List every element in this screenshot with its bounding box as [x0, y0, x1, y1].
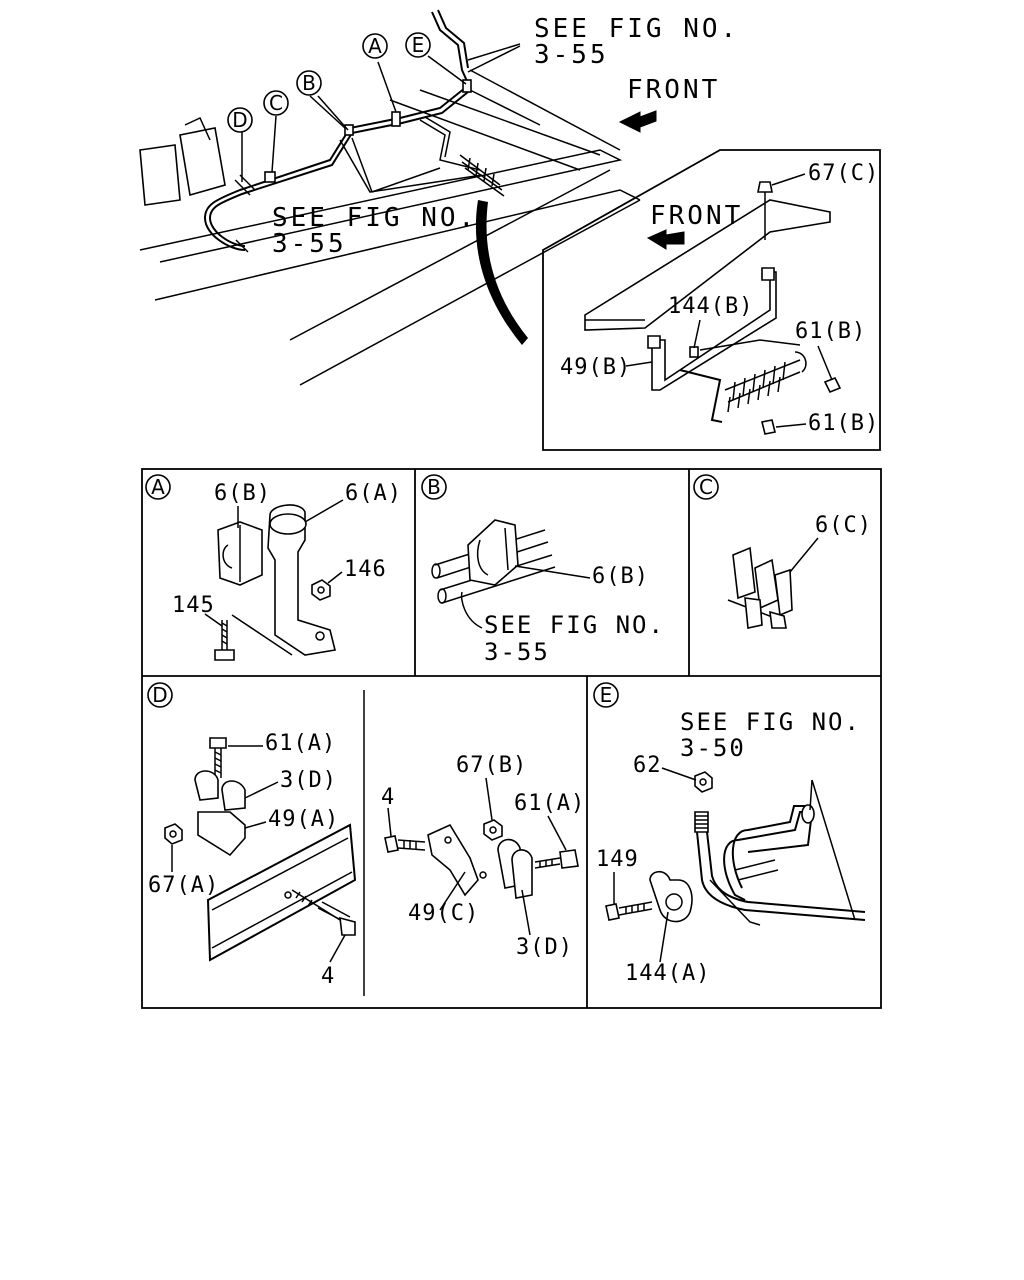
svg-text:D: D — [232, 108, 247, 132]
panel-A-label-6A: 6(A) — [345, 481, 402, 506]
svg-text:C: C — [269, 91, 283, 115]
see-fig-top-line1: SEE FIG NO. — [534, 14, 739, 44]
label-61B-upper: 61(B) — [795, 319, 866, 344]
panel-D-label-67A: 67(A) — [148, 873, 219, 898]
panel-B-see-fig-line2: 3-55 — [484, 638, 550, 666]
panel-A-leader-6A — [304, 499, 344, 523]
leader-61B-lower — [775, 423, 807, 428]
callout-C: C — [263, 90, 289, 116]
front-label-inset: FRONT — [650, 201, 743, 231]
panel-D-label-61A-right: 61(A) — [514, 791, 585, 816]
label-67C: 67(C) — [808, 161, 879, 186]
panel-E-leader-see-fig-a — [809, 779, 813, 811]
panel-D-leader-67B — [485, 777, 493, 821]
panel-D-label-67B: 67(B) — [456, 753, 527, 778]
panel-A-label-146: 146 — [344, 557, 387, 582]
panel-E-label-62: 62 — [633, 753, 662, 778]
svg-text:A: A — [151, 475, 165, 499]
leader-67C — [771, 173, 806, 186]
panel-B-label-6B: 6(B) — [592, 564, 649, 589]
panel-C-label-6C: 6(C) — [815, 513, 872, 538]
svg-text:C: C — [699, 475, 713, 499]
panel-B: B — [421, 474, 556, 604]
panel-D-leader-61A-right — [547, 815, 567, 851]
panel-D-label-4-bottom: 4 — [321, 964, 335, 989]
svg-text:E: E — [412, 33, 425, 57]
panel-D-leader-3D-left — [244, 781, 279, 799]
panel-D-leader-49A — [244, 821, 267, 829]
panel-D-label-4-left: 4 — [381, 785, 395, 810]
leader-144B — [693, 319, 701, 349]
panel-E-label-144A: 144(A) — [625, 961, 710, 986]
callout-A: A — [362, 33, 388, 59]
svg-text:D: D — [152, 683, 167, 707]
panel-D-label-3D-left: 3(D) — [280, 768, 337, 793]
label-144B: 144(B) — [668, 294, 753, 319]
svg-text:B: B — [302, 71, 316, 95]
panel-B-leader-see-fig — [460, 591, 483, 629]
front-label-top: FRONT — [627, 75, 720, 105]
svg-text:A: A — [368, 34, 382, 58]
panel-E-see-fig-line1: SEE FIG NO. — [680, 708, 861, 736]
panel-B-leader-6B — [514, 565, 591, 579]
overview-drawing — [139, 9, 641, 386]
front-arrow-inset-icon — [646, 229, 685, 250]
svg-text:E: E — [600, 683, 613, 707]
svg-text:B: B — [427, 475, 441, 499]
panel-D-leader-3D-right — [521, 889, 531, 936]
panel-D-leader-49C — [439, 871, 466, 911]
overview-leaders — [241, 43, 521, 193]
leader-61B-upper — [817, 345, 833, 381]
panel-A: A — [145, 474, 336, 661]
panel-A-label-6B: 6(B) — [214, 481, 271, 506]
panel-E-label-149: 149 — [596, 847, 639, 872]
panel-D-leader-4-left — [387, 807, 392, 837]
panel-E-leader-see-fig-b — [811, 779, 856, 921]
panel-D-label-3D-right: 3(D) — [516, 935, 573, 960]
panel-B-see-fig-line1: SEE FIG NO. — [484, 611, 665, 639]
label-61B-lower: 61(B) — [808, 411, 879, 436]
callout-E: E — [405, 32, 431, 58]
panel-E: E — [593, 682, 866, 926]
callout-D: D — [227, 107, 253, 133]
see-fig-top-line2: 3-55 — [534, 40, 609, 70]
panel-E-leader-144A — [659, 911, 669, 963]
panel-E-see-fig-line2: 3-50 — [680, 734, 746, 762]
panel-C-leader-6C — [789, 537, 819, 573]
inset-detail — [542, 149, 881, 451]
panel-C: C — [693, 474, 793, 629]
panel-D-right — [384, 819, 579, 899]
detail-pointer-arrow — [475, 200, 528, 345]
panel-A-label-145: 145 — [172, 593, 215, 618]
panel-E-leader-62 — [661, 767, 697, 781]
see-fig-mid-line2: 3-55 — [272, 229, 347, 259]
panel-D-label-49A: 49(A) — [268, 807, 339, 832]
label-49B: 49(B) — [560, 355, 631, 380]
panel-D-label-61A-left: 61(A) — [265, 731, 336, 756]
detail-grid-frame — [141, 468, 882, 1009]
panel-D-left: D — [147, 682, 357, 962]
panel-A-leader-146 — [327, 571, 343, 584]
panel-A-leader-145 — [204, 613, 223, 627]
front-arrow-icon — [618, 110, 657, 133]
panel-D-leader-4-bottom — [329, 934, 346, 963]
callout-B: B — [296, 70, 322, 96]
see-fig-mid-line1: SEE FIG NO. — [272, 203, 477, 233]
leader-49B — [625, 361, 653, 367]
